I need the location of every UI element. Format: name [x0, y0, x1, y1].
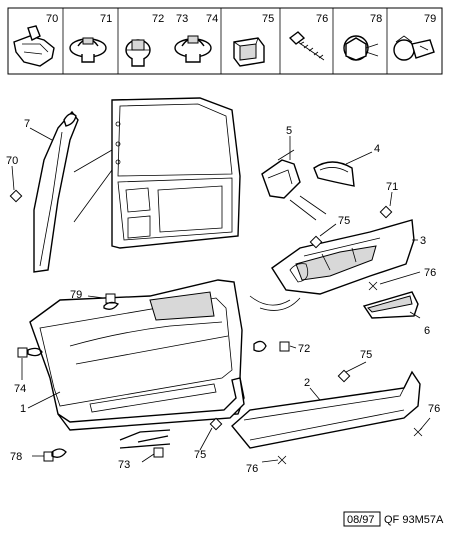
cross-markers — [277, 281, 423, 465]
legend-label-70: 70 — [46, 13, 58, 25]
callout-6: 6 — [424, 325, 430, 337]
callout-1: 1 — [20, 403, 26, 415]
callout-labels: 7 70 5 4 71 75 3 76 6 79 72 75 74 2 1 76… — [6, 118, 440, 475]
marker-75a — [309, 235, 323, 249]
screw-76-icon — [288, 31, 325, 61]
clip-78-icon — [343, 35, 379, 61]
push-clip-71-icon — [69, 37, 107, 63]
handle-surround-5 — [261, 149, 301, 199]
marker-79 — [105, 293, 116, 304]
cover-4 — [313, 161, 355, 187]
pocket-6 — [362, 291, 419, 319]
fastener-markers — [9, 149, 423, 465]
callout-75-lower: 75 — [194, 449, 206, 461]
callout-4: 4 — [374, 143, 380, 155]
callout-73: 73 — [118, 459, 130, 471]
armrest-3 — [271, 219, 415, 295]
callout-74: 74 — [14, 383, 26, 395]
callout-5: 5 — [286, 125, 292, 137]
legend-label-75: 75 — [262, 13, 274, 25]
fastener-legend: 70 71 72 73 74 75 — [7, 7, 443, 75]
footer-date: 08/97 — [347, 514, 375, 526]
marker-75c — [209, 417, 223, 431]
marker-72 — [279, 341, 290, 352]
marker-74 — [17, 347, 28, 358]
clip-79-icon — [393, 35, 435, 61]
door-shell — [111, 97, 241, 249]
callout-3: 3 — [420, 235, 426, 247]
legend-label-76: 76 — [316, 13, 328, 25]
legend-label-74: 74 — [206, 13, 218, 25]
footer-ref: QF 93M57A — [384, 514, 444, 526]
rivet-clip-72-icon — [125, 39, 151, 67]
leader-lines — [11, 127, 431, 463]
legend-label-78: 78 — [370, 13, 382, 25]
door-panel-1 — [29, 279, 245, 431]
footer-date-box — [343, 511, 381, 527]
legend-label-73: 73 — [176, 13, 188, 25]
marker-70 — [9, 189, 23, 203]
callout-76-armrest: 76 — [424, 267, 436, 279]
marker-71 — [379, 205, 393, 219]
legend-label-79: 79 — [424, 13, 436, 25]
pillar-trim-7 — [33, 110, 79, 273]
callout-76-strip: 76 — [428, 403, 440, 415]
callout-75-strip: 75 — [360, 349, 372, 361]
clip-70-icon — [13, 25, 55, 67]
callout-71: 71 — [386, 181, 398, 193]
push-clip-73-74-icon — [174, 35, 212, 63]
footer-reference: 08/97 QF 93M57A — [343, 511, 444, 527]
lower-strip-2 — [231, 370, 421, 449]
legend-label-71: 71 — [100, 13, 112, 25]
callout-75-upper: 75 — [338, 215, 350, 227]
callout-70: 70 — [6, 155, 18, 167]
callout-76-lower: 76 — [246, 463, 258, 475]
callout-7: 7 — [24, 118, 30, 130]
legend-label-72: 72 — [152, 13, 164, 25]
callout-78: 78 — [10, 451, 22, 463]
callout-72: 72 — [298, 343, 310, 355]
square-clip-75-icon — [233, 37, 265, 67]
marker-75b — [337, 369, 351, 383]
callout-79: 79 — [70, 289, 82, 301]
callout-2: 2 — [304, 377, 310, 389]
marker-73 — [153, 447, 164, 458]
